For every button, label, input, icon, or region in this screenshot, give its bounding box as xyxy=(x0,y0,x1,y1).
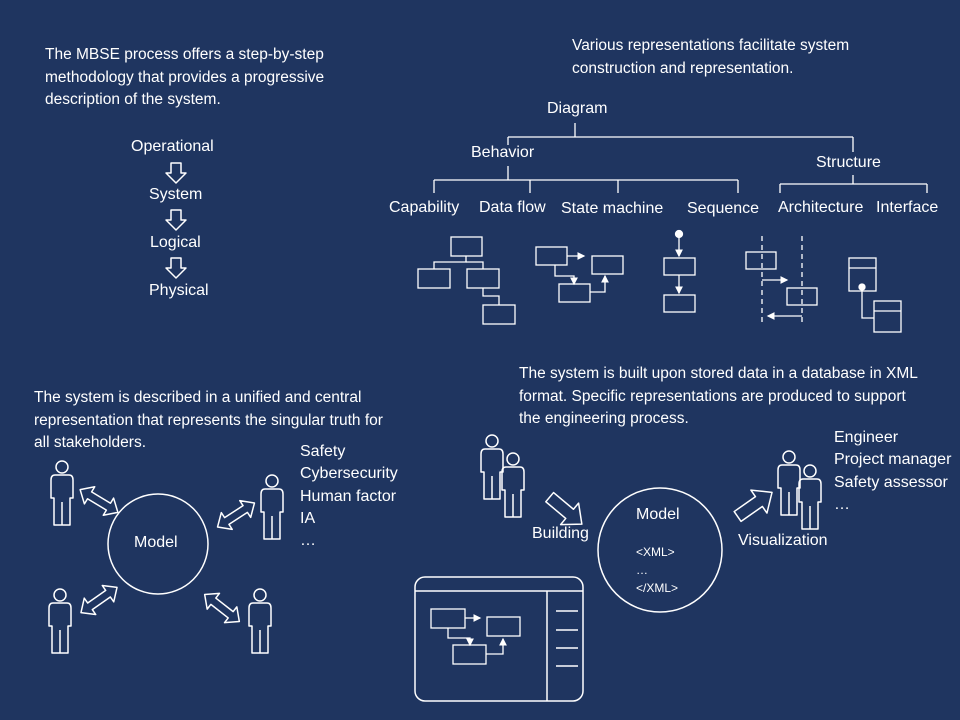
step-arrow-2 xyxy=(165,209,187,231)
tree-leaf-data-flow: Data flow xyxy=(479,199,546,216)
step-logical: Logical xyxy=(150,234,201,251)
link-arrow-2 xyxy=(211,493,261,537)
central-model-label: Model xyxy=(134,534,178,551)
role-more: … xyxy=(834,496,850,513)
viewer-icon-2 xyxy=(798,464,822,530)
stakeholder-human-factor: Human factor xyxy=(300,488,397,505)
link-arrow-1 xyxy=(74,480,124,522)
role-safety-assessor: Safety assessor xyxy=(834,474,948,491)
stakeholder-icon-3 xyxy=(48,588,72,654)
stakeholder-icon-4 xyxy=(248,588,272,654)
central-model-circle xyxy=(107,493,209,595)
step-operational: Operational xyxy=(131,138,214,155)
database-model-circle xyxy=(597,487,723,613)
builder-icon-2 xyxy=(501,452,525,518)
step-system: System xyxy=(149,186,203,203)
role-project-manager: Project manager xyxy=(834,451,952,468)
tool-window xyxy=(414,576,584,702)
visualization-arrow xyxy=(733,489,773,523)
building-label: Building xyxy=(532,525,589,542)
stakeholder-safety: Safety xyxy=(300,443,346,460)
database-model-label: Model xyxy=(636,506,680,523)
representations-intro-text: Various representations facilitate syste… xyxy=(572,37,850,77)
tree-root-diagram: Diagram xyxy=(547,100,608,117)
builder-icon-1 xyxy=(480,434,504,500)
data-flow-icon xyxy=(535,246,624,303)
xml-open-tag: <XML> xyxy=(636,545,675,559)
interface-icon xyxy=(848,257,902,333)
tree-leaf-interface: Interface xyxy=(876,199,939,216)
tree-node-structure: Structure xyxy=(816,154,881,171)
stakeholder-icon-2 xyxy=(260,474,284,540)
tree-leaf-sequence: Sequence xyxy=(687,200,760,217)
step-physical: Physical xyxy=(149,282,209,299)
tree-leaf-architecture: Architecture xyxy=(778,199,864,216)
viewer-icon-1 xyxy=(777,450,801,516)
sequence-icon xyxy=(745,236,818,326)
tree-leaf-state-machine: State machine xyxy=(561,200,664,217)
stakeholder-icon-1 xyxy=(50,460,74,526)
xml-database-intro-text: The system is built upon stored data in … xyxy=(519,365,918,427)
xml-ellipsis: … xyxy=(636,563,648,577)
unified-model-intro-text: The system is described in a unified and… xyxy=(34,389,383,451)
diagram-tree xyxy=(433,123,928,193)
mbse-intro-text: The MBSE process offers a step-by-step m… xyxy=(45,46,325,108)
link-arrow-4 xyxy=(197,585,247,631)
stakeholder-ia: IA xyxy=(300,510,316,527)
tree-leaf-capability: Capability xyxy=(389,199,460,216)
state-machine-icon xyxy=(663,229,696,313)
role-engineer: Engineer xyxy=(834,429,899,446)
link-arrow-3 xyxy=(74,578,124,622)
step-arrow-1 xyxy=(165,162,187,184)
capability-icon xyxy=(417,236,516,325)
tool-window-diagram xyxy=(430,608,521,665)
visualization-label: Visualization xyxy=(738,532,828,549)
xml-close-tag: </XML> xyxy=(636,581,679,595)
tree-node-behavior: Behavior xyxy=(471,144,535,161)
stakeholder-more: … xyxy=(300,532,316,549)
stakeholder-cybersecurity: Cybersecurity xyxy=(300,465,398,482)
step-arrow-3 xyxy=(165,257,187,279)
building-arrow xyxy=(545,491,583,526)
